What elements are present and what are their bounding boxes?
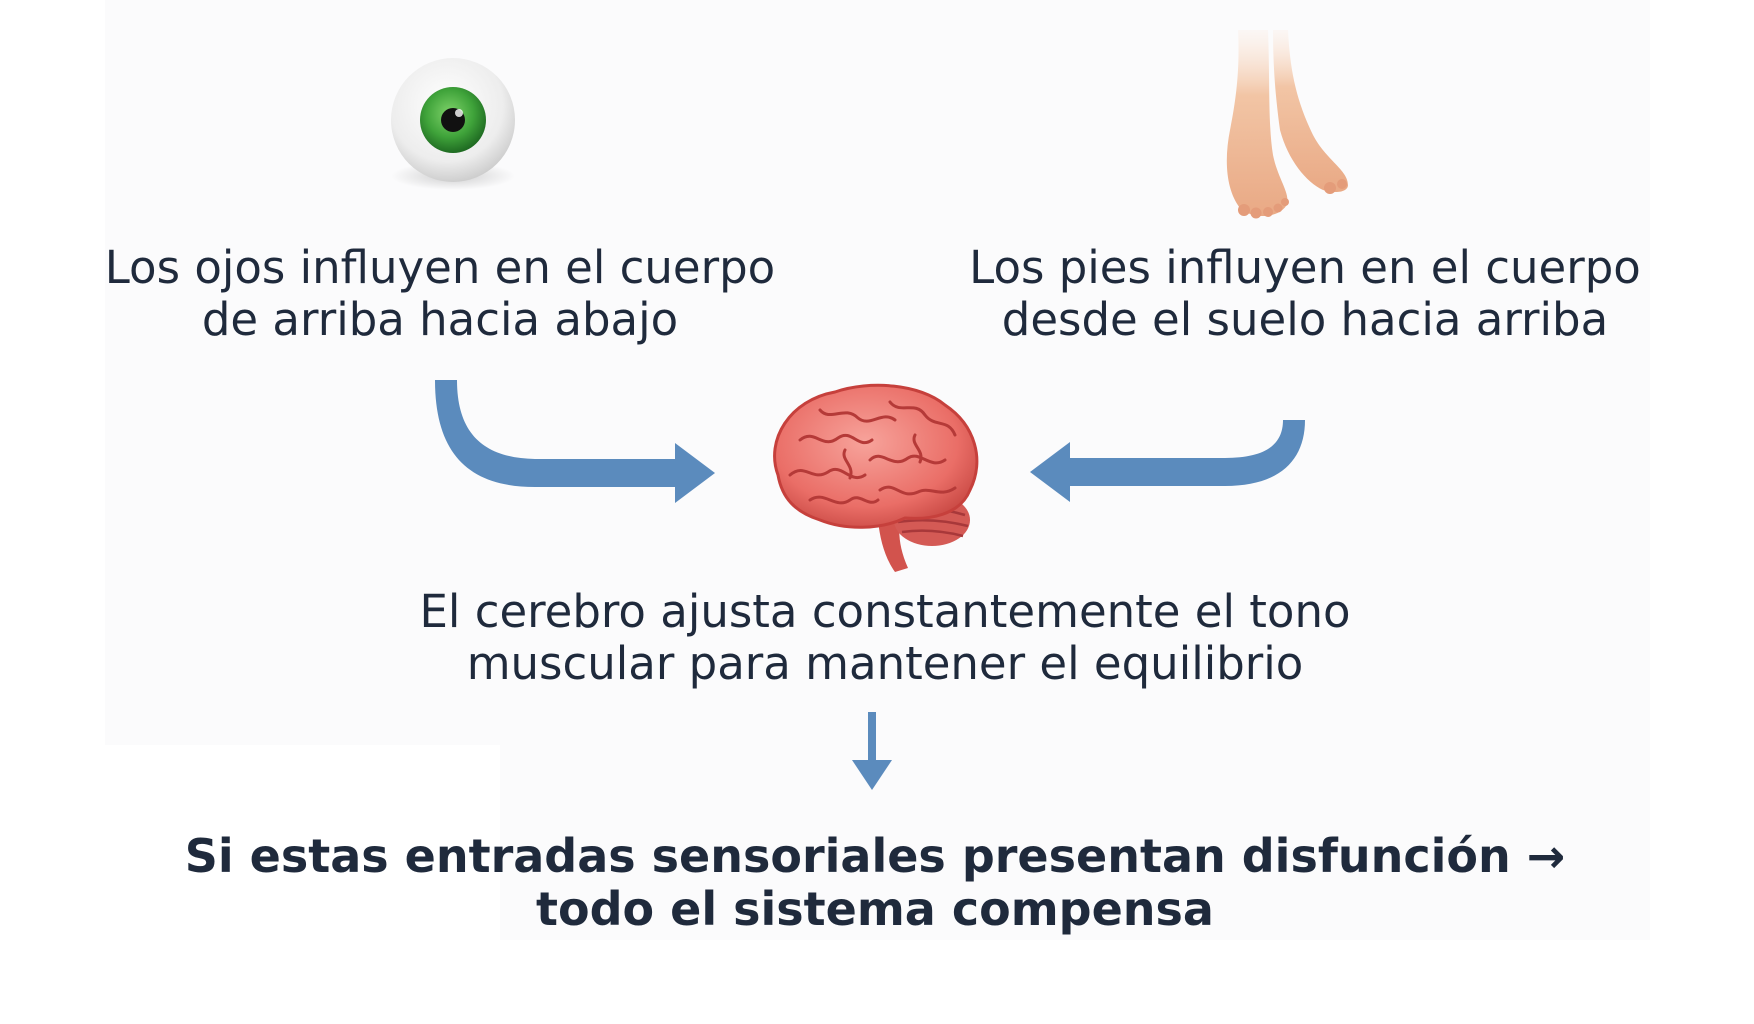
right-curved-arrow-icon <box>1030 420 1305 502</box>
eyes-description-line2: de arriba hacia abajo <box>201 293 679 347</box>
brain-icon <box>773 383 979 572</box>
conclusion-line2: todo el sistema compensa <box>536 882 1214 937</box>
conclusion-line1: Si estas entradas sensoriales presentan … <box>184 829 1566 883</box>
eyes-description: Los ojos influyen en el cuerpo de arriba… <box>40 241 840 347</box>
feet-icon <box>1226 30 1348 219</box>
eyes-description-line1: Los ojos influyen en el cuerpo <box>104 241 776 294</box>
brain-description: El cerebro ajusta constantemente el tono… <box>280 585 1490 691</box>
conclusion-text: Si estas entradas sensoriales presentan … <box>100 829 1650 937</box>
background-panel-top <box>105 0 1650 745</box>
down-arrow-icon <box>852 712 892 790</box>
feet-description-line2: desde el suelo hacia arriba <box>1001 293 1609 347</box>
left-curved-arrow-icon <box>435 380 715 503</box>
brain-description-line1: El cerebro ajusta constantemente el tono <box>419 585 1351 638</box>
feet-description-line1: Los pies influyen en el cuerpo <box>969 241 1641 294</box>
feet-description: Los pies influyen en el cuerpo desde el … <box>900 241 1710 347</box>
eye-icon <box>391 58 515 190</box>
brain-description-line2: muscular para mantener el equilibrio <box>466 637 1304 691</box>
background-panel-bottom <box>500 740 1650 940</box>
